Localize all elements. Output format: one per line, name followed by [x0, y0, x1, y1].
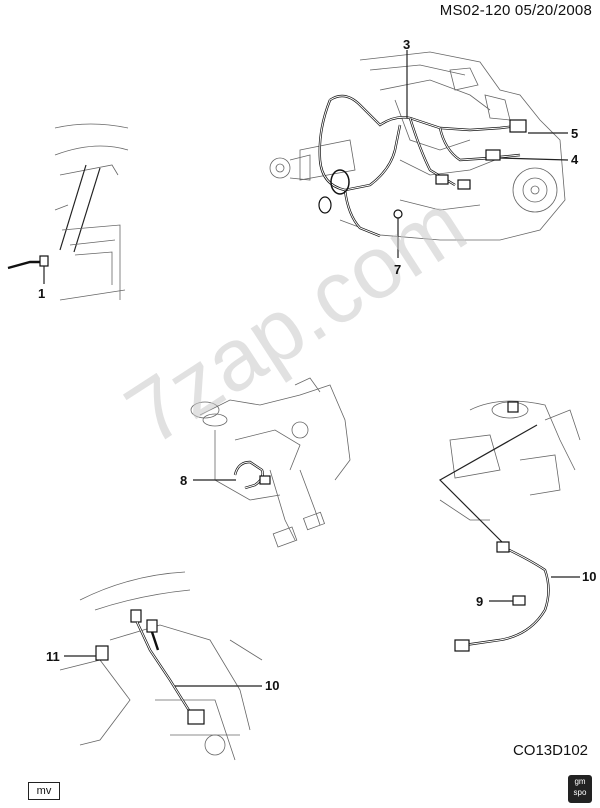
- callout-3: 3: [403, 37, 411, 52]
- callout-4: 4: [571, 152, 579, 167]
- view-engine-harness: [269, 50, 569, 258]
- document-code: MS02-120 05/20/2008: [439, 2, 592, 19]
- diagram-code: CO13D102: [512, 742, 588, 759]
- gm-spo-logo: gm spo: [568, 775, 592, 803]
- mv-badge: mv: [28, 782, 60, 800]
- callout-10-left: 10: [265, 678, 280, 693]
- view-console-harness: [59, 571, 263, 761]
- logo-line-gm: gm: [574, 777, 586, 786]
- callout-8: 8: [180, 473, 188, 488]
- view-floor-harness: [439, 400, 581, 652]
- view-door-area: [7, 123, 129, 301]
- callout-1: 1: [38, 286, 46, 301]
- callout-7: 7: [394, 262, 402, 277]
- callout-11: 11: [46, 649, 60, 664]
- callout-10-right: 10: [582, 569, 597, 584]
- callout-5: 5: [571, 126, 579, 141]
- logo-line-spo: spo: [573, 788, 587, 797]
- view-pedal-assembly: [190, 377, 351, 548]
- callout-9: 9: [476, 594, 484, 609]
